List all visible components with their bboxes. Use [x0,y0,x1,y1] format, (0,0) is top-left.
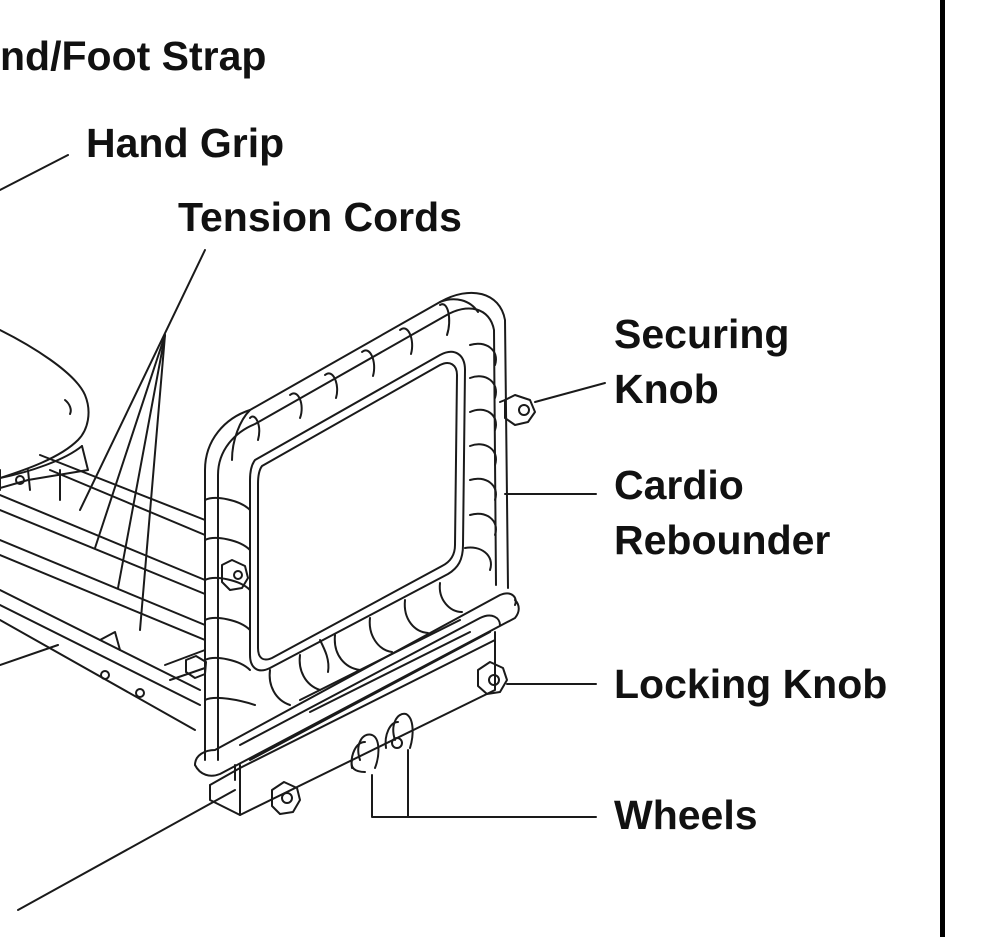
frame-knob-left-lower [185,655,207,679]
securing-knob-left [221,559,249,591]
base-knob [271,781,301,815]
label-hand-foot-strap: nd/Foot Strap [0,33,267,79]
tension-cord-loops-right [464,342,497,571]
securing-knob-right [499,394,536,426]
label-cardio-rebounder-line2: Rebounder [614,517,831,563]
tension-cord-loops-left [204,497,256,706]
leader-lines [0,154,606,911]
rebounder-base [194,592,520,777]
rebounder-mat [249,350,466,672]
label-wheels: Wheels [614,792,758,838]
label-securing-knob-line1: Securing [614,311,790,357]
tension-cord-loops-bottom [268,582,463,706]
page-border-right [940,0,945,937]
carriage-seat [0,329,90,491]
frame-rails [0,454,206,731]
foot-housing [209,631,496,816]
locking-knob [477,661,508,695]
label-cardio-rebounder-line1: Cardio [614,462,744,508]
label-hand-grip: Hand Grip [86,120,285,166]
rebounder-frame [204,291,509,761]
tension-cord-loops-top [249,303,451,441]
wheels-drawing [350,712,414,773]
label-locking-knob: Locking Knob [614,661,888,707]
label-tension-cords: Tension Cords [178,194,462,240]
label-securing-knob-line2: Knob [614,366,719,412]
